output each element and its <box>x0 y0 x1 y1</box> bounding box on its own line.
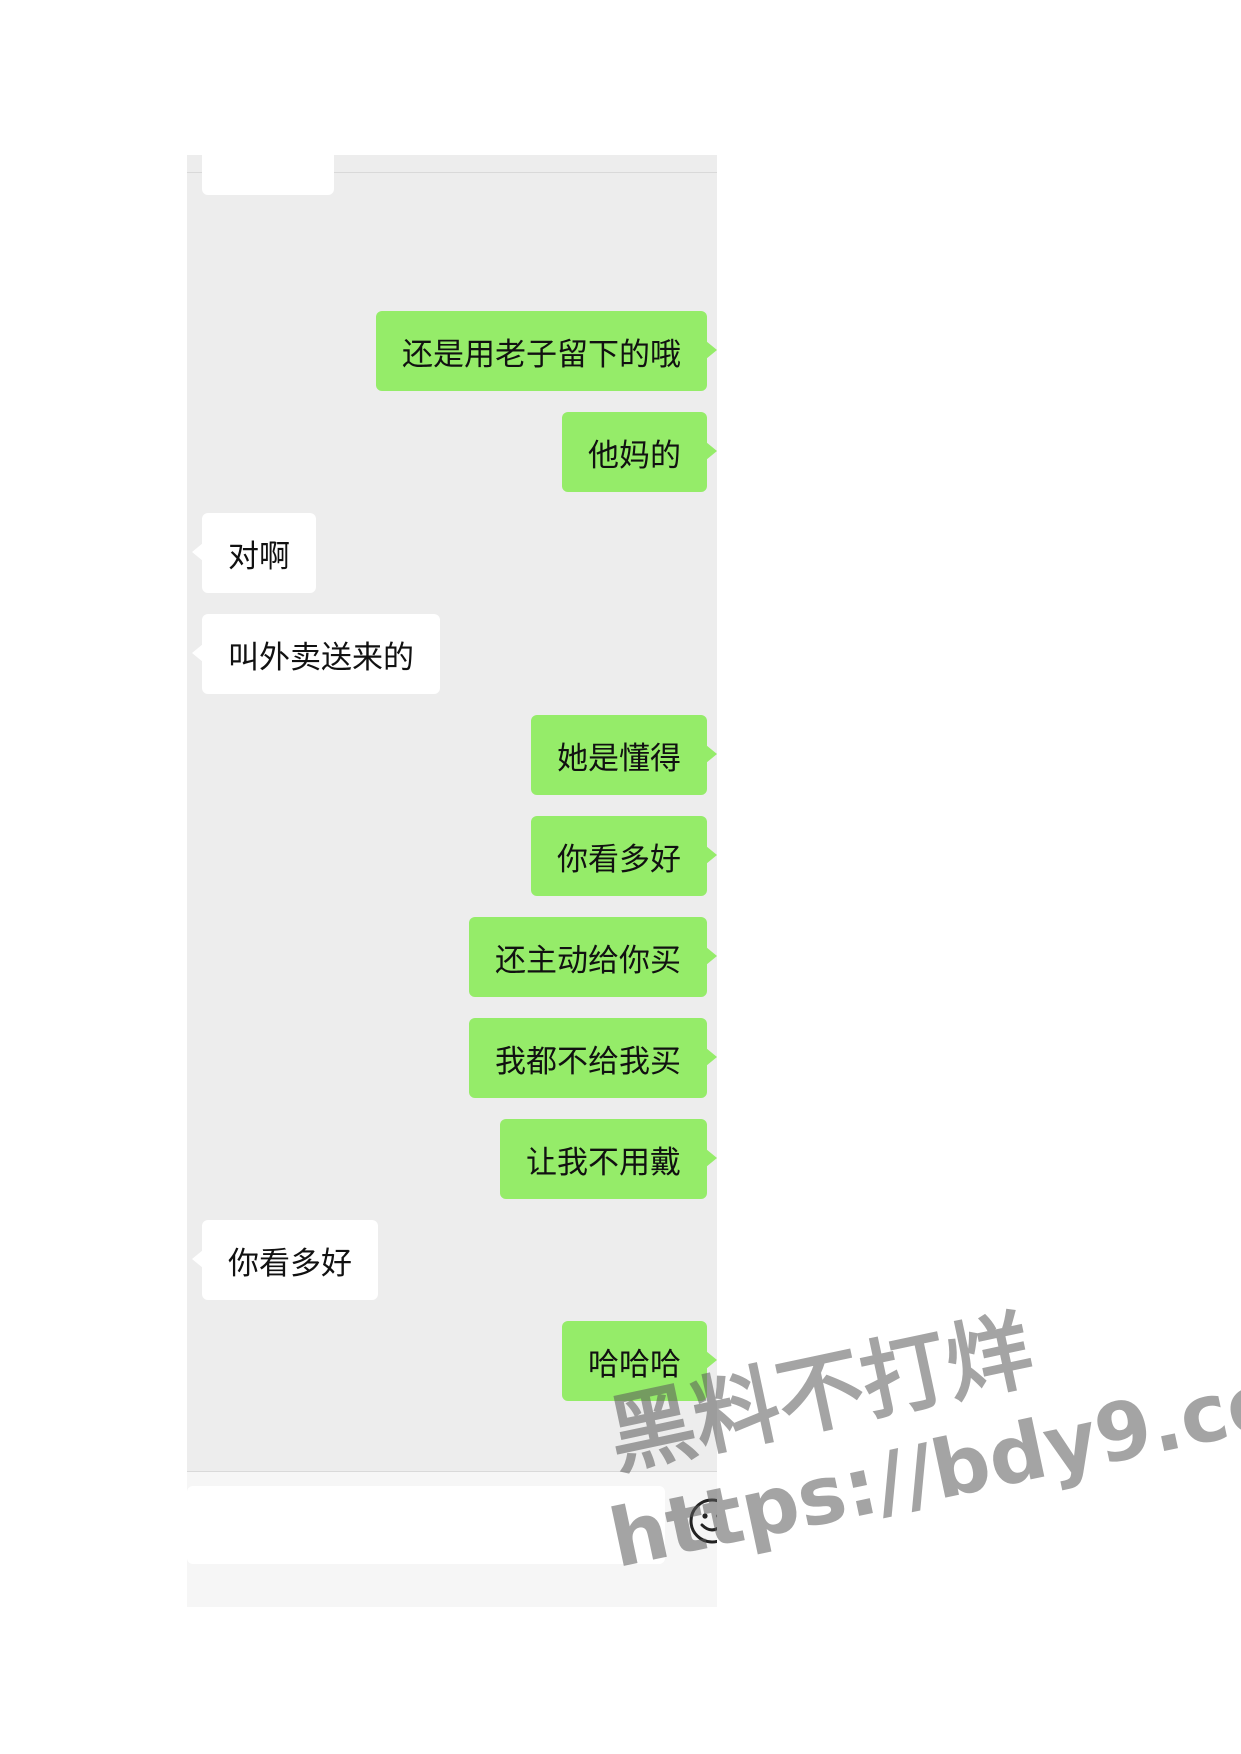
sent-message-bubble[interactable]: 还主动给你买 <box>469 917 717 997</box>
message-input[interactable] <box>187 1486 665 1564</box>
sent-message-bubble[interactable]: 哈哈哈 <box>562 1321 717 1401</box>
sent-message-bubble[interactable]: 我都不给我买 <box>469 1018 717 1098</box>
smiley-face-icon[interactable] <box>687 1496 717 1546</box>
sent-message-bubble[interactable]: 她是懂得 <box>531 715 717 795</box>
received-message-bubble[interactable]: 你看多好 <box>192 1220 378 1300</box>
chat-window: 还是用老子留下的哦他妈的对啊叫外卖送来的她是懂得你看多好还主动给你买我都不给我买… <box>187 155 717 1607</box>
sent-message-bubble[interactable]: 还是用老子留下的哦 <box>376 311 717 391</box>
received-message-bubble[interactable]: 叫外卖送来的 <box>192 614 440 694</box>
received-message-bubble[interactable]: 对啊 <box>192 513 316 593</box>
sent-message-bubble[interactable]: 你看多好 <box>531 816 717 896</box>
sent-message-bubble[interactable]: 他妈的 <box>562 412 717 492</box>
received-message-bubble[interactable] <box>202 155 334 195</box>
chat-top-divider <box>187 172 717 173</box>
sent-message-bubble[interactable]: 让我不用戴 <box>500 1119 717 1199</box>
input-bar <box>187 1471 717 1607</box>
